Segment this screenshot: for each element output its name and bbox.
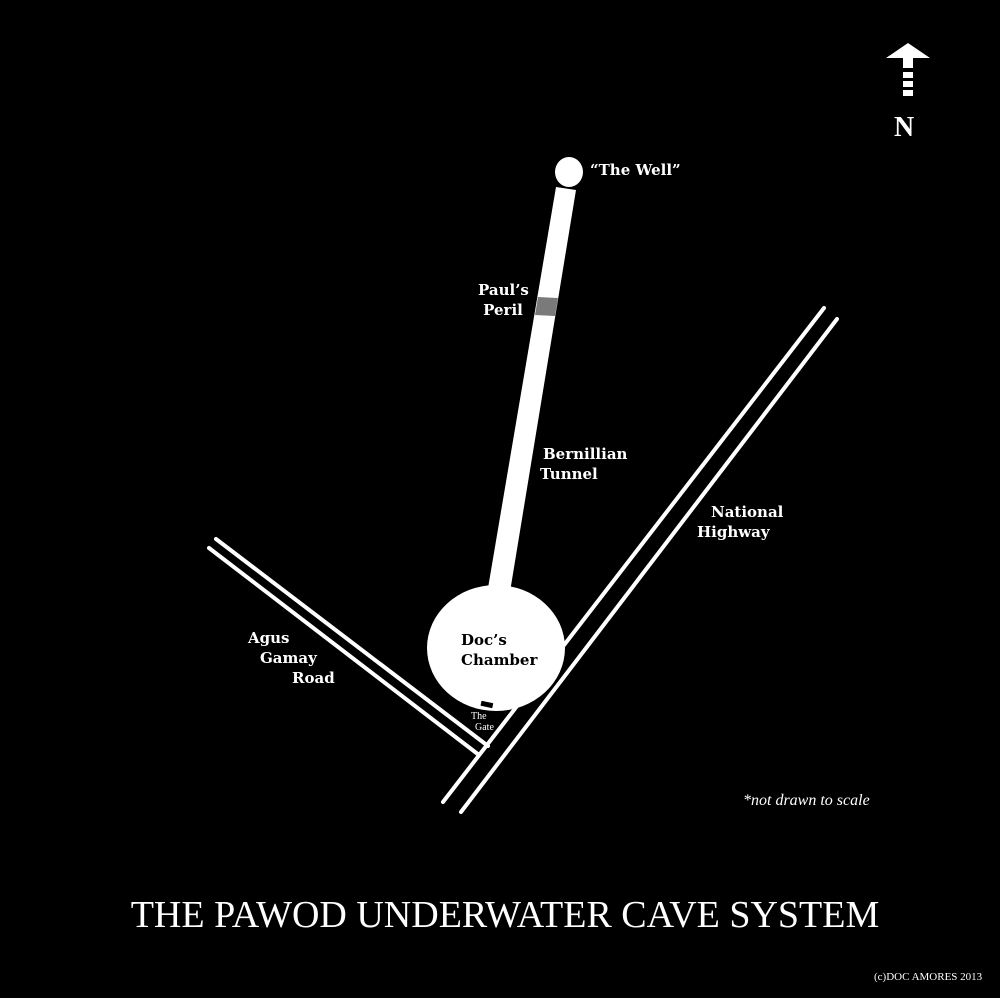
copyright: (c)DOC AMORES 2013 (874, 971, 983, 983)
docs-chamber-line1: Doc’s (461, 631, 507, 649)
tunnel-line1: Bernillian (543, 445, 628, 463)
compass-north-label: N (894, 112, 915, 143)
agus-gamay-road-line2: Gamay (260, 649, 317, 667)
tunnel-label: Bernillian Tunnel (540, 444, 627, 484)
north-arrow-icon (886, 43, 930, 96)
docs-chamber-line2: Chamber (461, 651, 538, 669)
the-gate-line1: The (471, 711, 487, 722)
docs-chamber (427, 585, 565, 711)
the-gate-label: The Gate (471, 711, 494, 733)
national-highway-line1: National (711, 503, 784, 521)
national-highway-label: National Highway (697, 502, 783, 542)
pauls-peril-label: Paul’s Peril (478, 280, 529, 320)
well-label: “The Well” (590, 161, 681, 179)
pauls-peril-line2: Peril (483, 301, 523, 319)
pauls-peril-line1: Paul’s (478, 281, 529, 299)
map-title: THE PAWOD UNDERWATER CAVE SYSTEM (130, 894, 880, 936)
agus-gamay-road-line3: Road (292, 669, 335, 687)
agus-gamay-road-line1: Agus (248, 629, 290, 647)
agus-gamay-road (207, 537, 490, 757)
pauls-peril-hazard (535, 297, 558, 316)
the-gate-icon (478, 698, 496, 711)
the-gate-line2: Gate (475, 722, 494, 733)
not-to-scale-note: *not drawn to scale (743, 792, 870, 809)
agus-gamay-road-label: Agus Gamay Road (248, 628, 335, 688)
national-highway-line2: Highway (697, 523, 770, 541)
docs-chamber-label: Doc’s Chamber (461, 630, 537, 670)
tunnel-line2: Tunnel (540, 465, 598, 483)
the-well (555, 157, 583, 187)
bernillian-tunnel (487, 187, 576, 598)
national-highway (441, 306, 839, 814)
